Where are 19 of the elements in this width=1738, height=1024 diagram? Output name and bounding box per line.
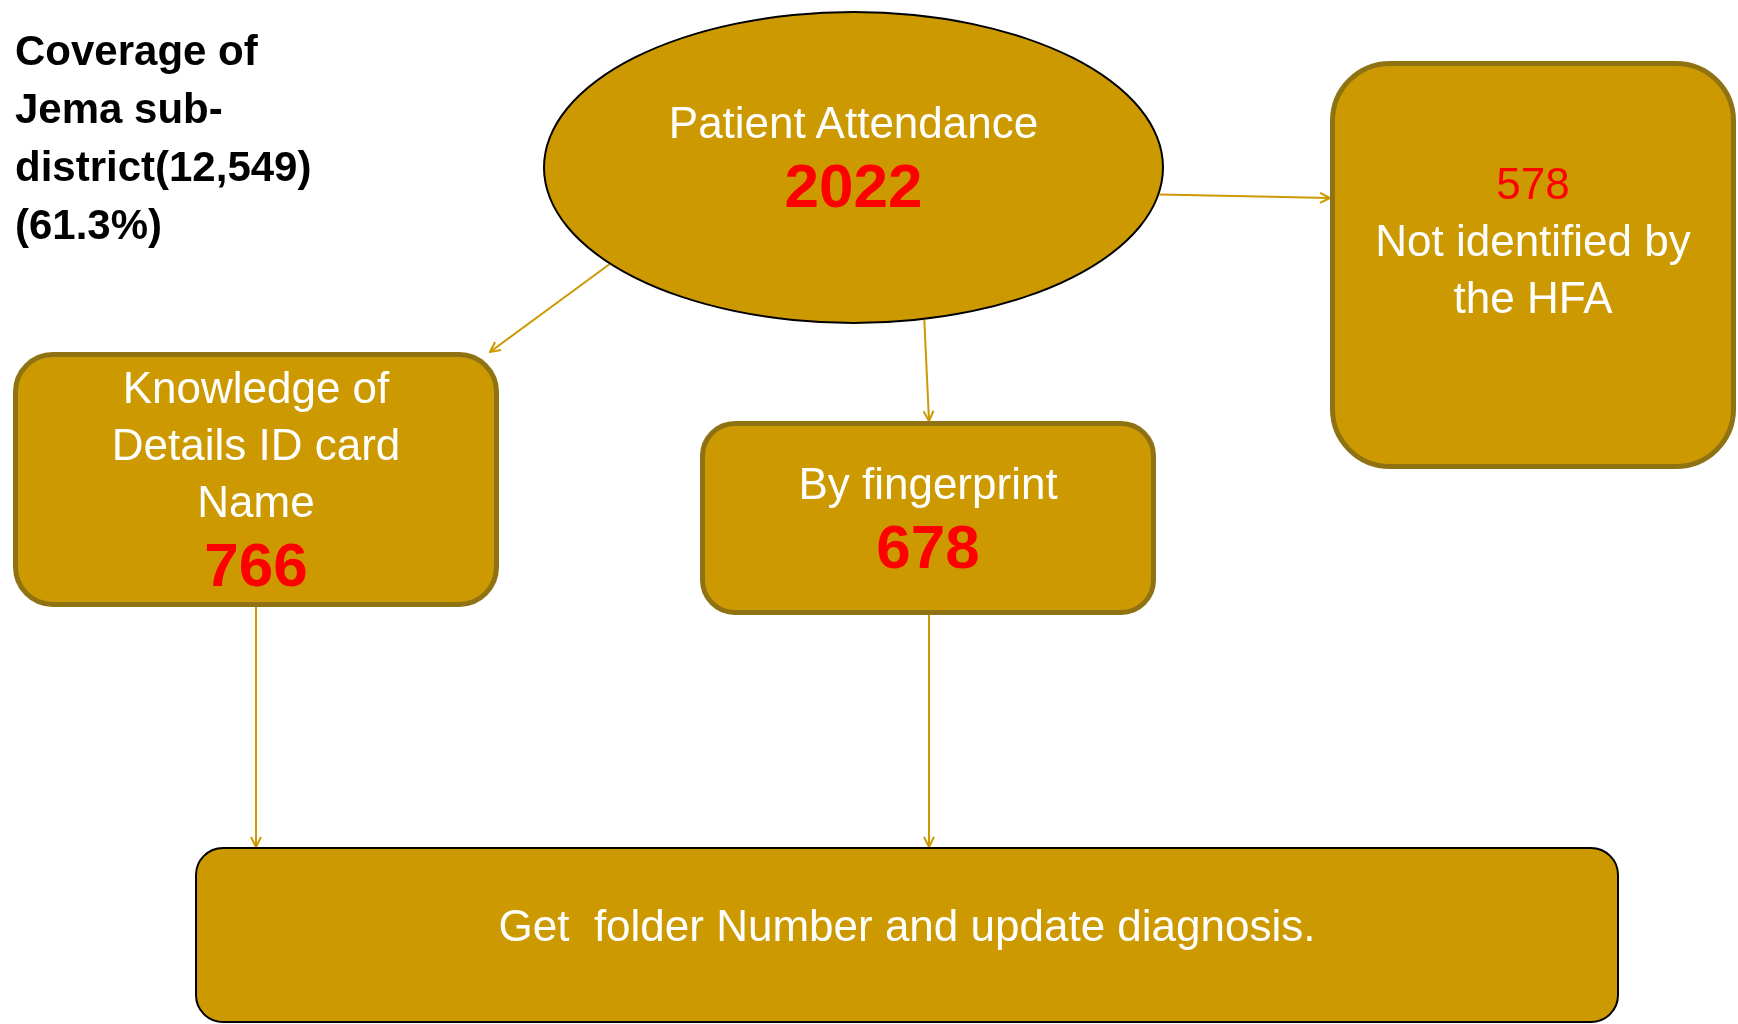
rounded-box [195,847,1619,1023]
rounded-box [700,421,1156,615]
arrow [489,263,611,353]
count-number: 578 [1496,157,1570,210]
rounded-box [13,352,499,607]
arrow [923,614,935,848]
count-number: 678 [876,511,980,582]
arrow [1158,191,1331,204]
title: Coverage of Jema sub-district(12,549) (61.3%) [15,26,313,250]
node-label: Patient Attendance [668,97,1039,149]
count-number: 2022 [784,151,923,221]
node-label: Knowledge of Details ID card Name [110,362,402,528]
arrow [922,318,935,422]
node-label: Not identified by the HFA [1374,214,1692,324]
arrow [250,606,262,848]
rounded-box [1330,61,1736,469]
count-number: 766 [204,530,308,600]
node-label: By fingerprint [798,457,1058,510]
node-label: Get folder Number and update diagnosis. [498,899,1316,952]
